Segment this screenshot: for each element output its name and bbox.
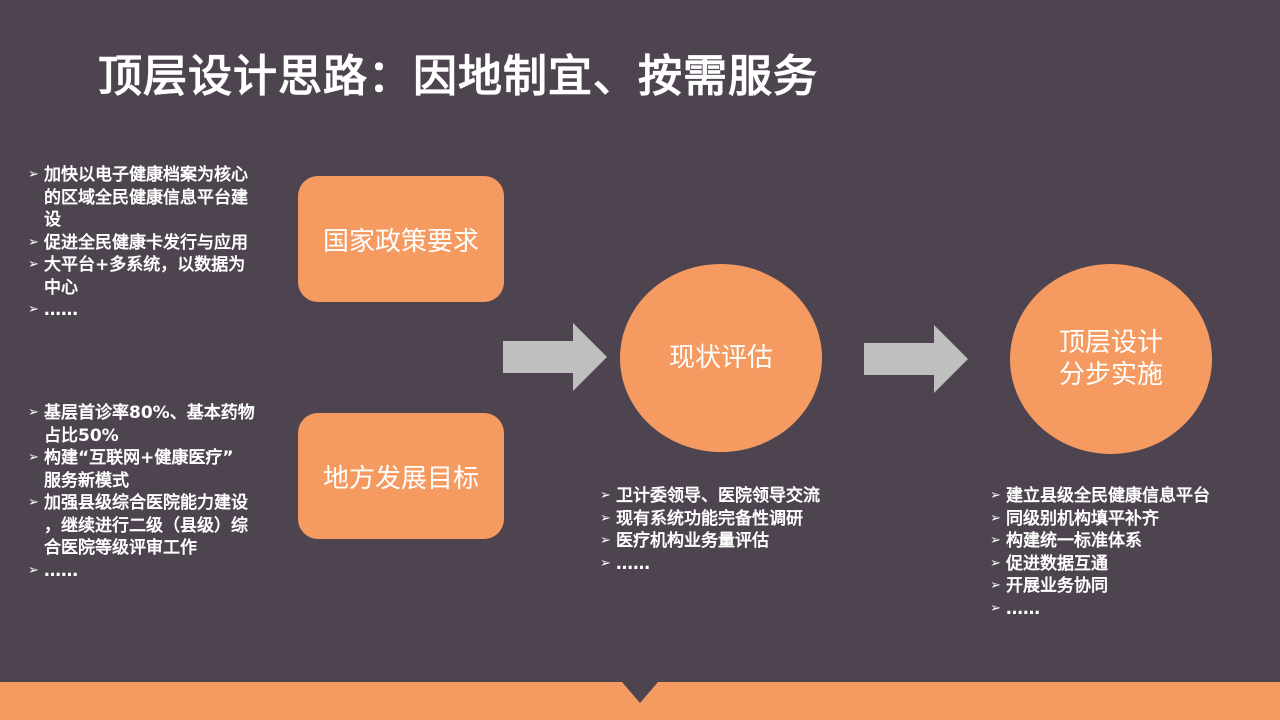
local-goal-label: 地方发展目标 <box>322 463 479 494</box>
list-item: ➢开展业务协同 <box>990 576 1108 596</box>
flow-arrow-icon <box>503 323 607 391</box>
list-item: ➢…… <box>600 553 650 574</box>
list-item: ➢卫计委领导、医院领导交流 <box>600 486 820 506</box>
list-item: ➢基层首诊率80%、基本药物占比50% <box>28 403 255 446</box>
arrow-bullet-icon: ➢ <box>600 555 611 571</box>
arrow-bullet-icon: ➢ <box>600 488 611 503</box>
design-bullet-list: ➢建立县级全民健康信息平台 ➢同级别机构填平补齐 ➢构建统一标准体系 ➢促进数据… <box>990 485 1265 620</box>
arrow-bullet-icon: ➢ <box>28 302 39 317</box>
arrow-bullet-icon: ➢ <box>28 450 39 465</box>
list-item: ➢加快以电子健康档案为核心的区域全民健康信息平台建设 <box>28 165 248 230</box>
arrow-bullet-icon: ➢ <box>600 510 611 526</box>
list-item: ➢…… <box>28 560 78 581</box>
list-item: ➢促进全民健康卡发行与应用 <box>28 232 248 253</box>
list-item: ➢医疗机构业务量评估 <box>600 531 769 551</box>
flow-arrow-icon <box>864 325 968 393</box>
arrow-bullet-icon: ➢ <box>28 405 39 420</box>
arrow-bullet-icon: ➢ <box>28 257 39 272</box>
status-assessment-label: 现状评估 <box>668 343 773 373</box>
page-title: 顶层设计思路：因地制宜、按需服务 <box>98 51 818 102</box>
arrow-bullet-icon: ➢ <box>28 495 39 510</box>
assessment-bullet-list: ➢卫计委领导、医院领导交流 ➢现有系统功能完备性调研 ➢医疗机构业务量评估 ➢…… <box>600 485 880 575</box>
arrow-bullet-icon: ➢ <box>990 578 1001 593</box>
arrow-bullet-icon: ➢ <box>990 533 1001 548</box>
top-level-design-label: 顶层设计 <box>1058 328 1163 358</box>
list-item: ➢现有系统功能完备性调研 <box>600 508 803 529</box>
list-item: ➢建立县级全民健康信息平台 <box>990 486 1210 506</box>
local-bullet-list: ➢基层首诊率80%、基本药物占比50% ➢构建“互联网+健康医疗”服务新模式 ➢… <box>28 402 278 582</box>
list-item: ➢同级别机构填平补齐 <box>990 508 1159 529</box>
arrow-bullet-icon: ➢ <box>990 510 1001 526</box>
arrow-bullet-icon: ➢ <box>600 533 611 548</box>
list-item: ➢促进数据互通 <box>990 553 1108 574</box>
footer-notch-icon <box>622 682 658 703</box>
list-item: ➢…… <box>990 598 1040 619</box>
national-policy-box: 国家政策要求 <box>298 176 504 302</box>
arrow-bullet-icon: ➢ <box>990 555 1001 571</box>
list-item: ➢…… <box>28 300 78 320</box>
arrow-bullet-icon: ➢ <box>990 600 1001 616</box>
list-item: ➢构建“互联网+健康医疗”服务新模式 <box>28 448 234 491</box>
arrow-bullet-icon: ➢ <box>28 562 39 578</box>
national-policy-label: 国家政策要求 <box>322 226 479 257</box>
top-level-design-circle: 顶层设计 分步实施 <box>1010 264 1212 454</box>
arrow-bullet-icon: ➢ <box>28 167 39 182</box>
local-goal-box: 地方发展目标 <box>298 413 504 539</box>
arrow-bullet-icon: ➢ <box>990 488 1001 503</box>
policy-bullet-list: ➢加快以电子健康档案为核心的区域全民健康信息平台建设 ➢促进全民健康卡发行与应用… <box>28 164 278 322</box>
status-assessment-circle: 现状评估 <box>620 264 822 452</box>
phased-implementation-label: 分步实施 <box>1058 360 1163 390</box>
list-item: ➢大平台+多系统，以数据为中心 <box>28 255 246 298</box>
list-item: ➢加强县级综合医院能力建设，继续进行二级（县级）综合医院等级评审工作 <box>28 493 248 558</box>
list-item: ➢构建统一标准体系 <box>990 531 1142 551</box>
arrow-bullet-icon: ➢ <box>28 234 39 250</box>
